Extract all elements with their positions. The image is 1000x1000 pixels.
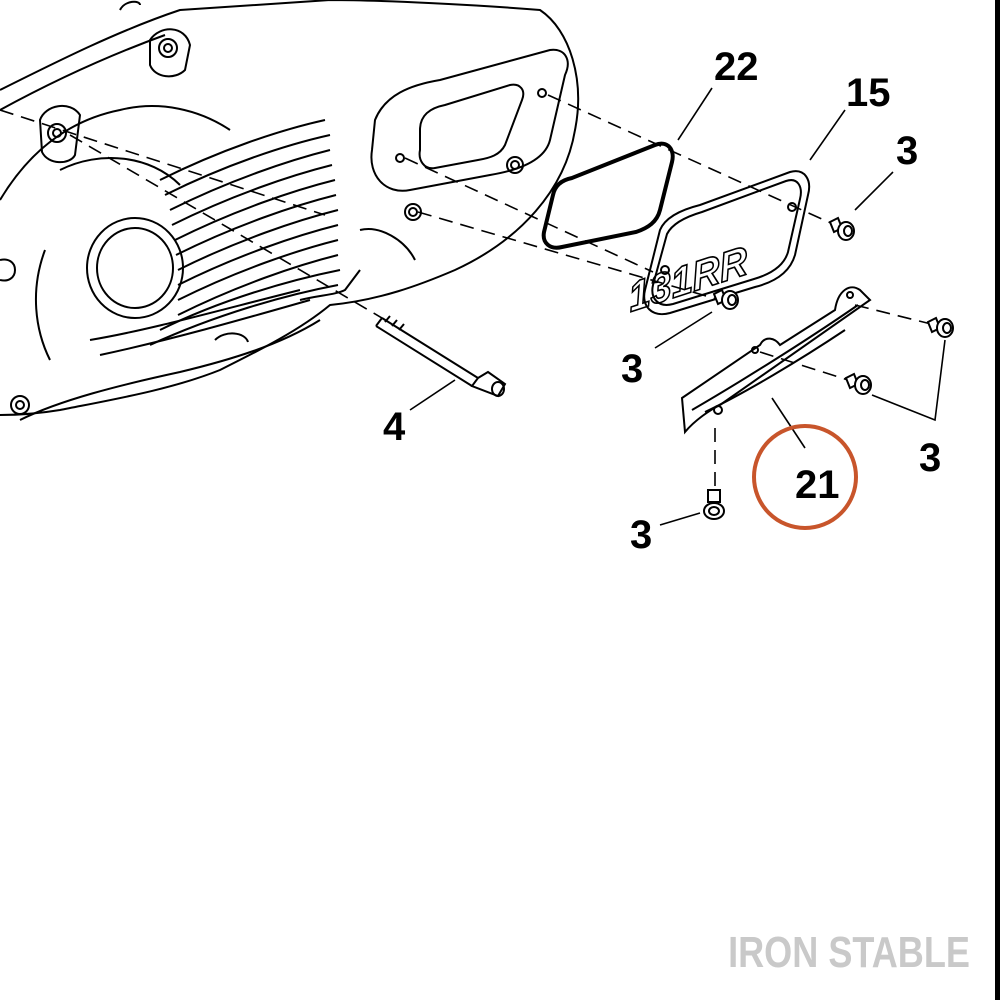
callout-3-right: 3 [919, 436, 941, 480]
screw-parts [703, 216, 954, 520]
callout-15: 15 [846, 71, 891, 115]
callout-3-bottom: 3 [630, 513, 652, 557]
long-bolt-part [375, 315, 507, 398]
watermark-text: IRON STABLE [728, 928, 970, 977]
cover-plate-part [643, 170, 810, 316]
bracket-part [680, 286, 872, 435]
screw-right-lower-part [844, 372, 872, 395]
leader-lines [409, 87, 946, 526]
callout-21: 21 [795, 463, 840, 507]
assembly-lines [0, 94, 936, 488]
screw-left-part [712, 288, 739, 310]
callout-3-top-right: 3 [896, 129, 918, 173]
callout-3-left: 3 [621, 347, 643, 391]
screw-bottom-part [703, 489, 725, 520]
callout-22: 22 [714, 45, 759, 89]
highlight-circle [752, 424, 858, 530]
primary-cover-housing [0, 0, 579, 421]
screw-top-right-part [828, 216, 855, 241]
screw-right-upper-part [926, 316, 954, 338]
gasket-part [541, 141, 675, 250]
callout-4: 4 [383, 405, 406, 449]
